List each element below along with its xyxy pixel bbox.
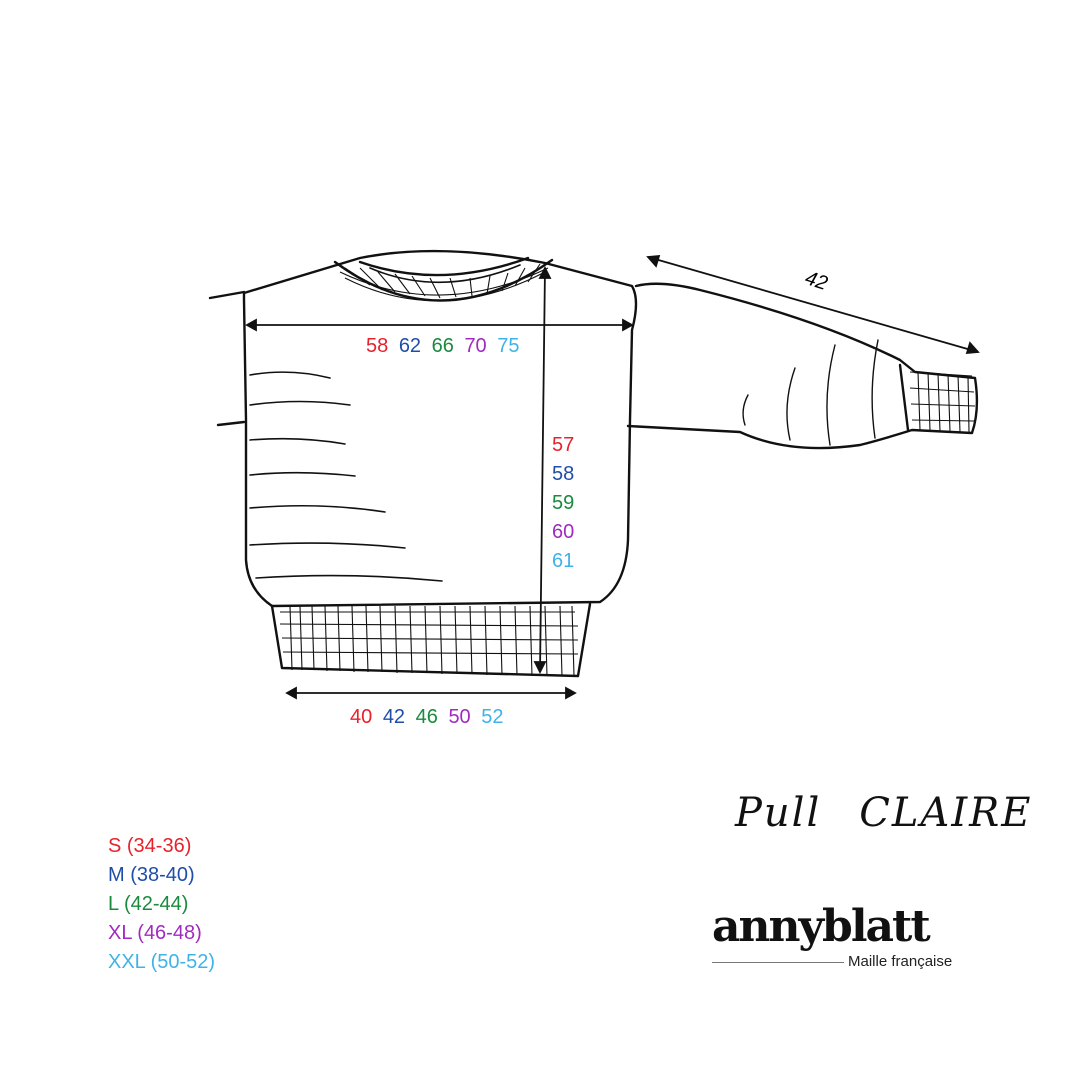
pattern-title: Pull CLAIRE xyxy=(735,790,1032,836)
knit-line xyxy=(249,400,351,406)
left-shoulder-stroke xyxy=(208,290,246,300)
brand-logo: annyblatt Maille française xyxy=(712,901,974,970)
title-word-pull: Pull xyxy=(735,790,822,836)
knit-line xyxy=(249,542,406,549)
legend-size-xl: XL (46-48) xyxy=(108,922,202,944)
hem-m: 42 xyxy=(382,706,406,728)
knit-line xyxy=(249,437,346,445)
hem-l: 46 xyxy=(415,706,438,728)
neckline-inner xyxy=(358,256,530,277)
legend-size-s: S (34-36) xyxy=(108,835,192,857)
knit-line xyxy=(255,574,443,582)
title-word-claire: CLAIRE xyxy=(859,790,1033,836)
sleeve-arrow xyxy=(647,256,979,353)
cuff-rib xyxy=(898,363,910,432)
neckline-rib xyxy=(369,264,521,284)
legend-size-xxl: XXL (50-52) xyxy=(108,951,216,973)
hem-width-values: 40 42 46 50 52 xyxy=(350,706,509,729)
sleeve-outline xyxy=(626,282,979,450)
brand-divider xyxy=(712,962,844,963)
chest-s: 58 xyxy=(366,335,389,357)
length-arrow xyxy=(539,267,546,673)
knit-line xyxy=(249,371,331,379)
length-l: 59 xyxy=(552,492,575,514)
chest-m: 62 xyxy=(398,335,422,357)
knit-line xyxy=(249,471,356,477)
knit-line xyxy=(742,394,749,426)
knit-line xyxy=(871,339,879,439)
hem-xxl: 52 xyxy=(481,706,504,728)
hem-rib xyxy=(270,602,592,678)
chest-l: 66 xyxy=(431,335,454,357)
body-outline xyxy=(242,249,638,608)
size-legend: S (34-36) M (38-40) L (42-44) XL (46-48)… xyxy=(108,832,215,977)
length-xl: 60 xyxy=(552,521,575,543)
brand-name: annyblatt xyxy=(712,901,931,952)
length-s: 57 xyxy=(552,434,575,456)
body-length-values: 57 58 59 60 61 xyxy=(552,431,574,576)
legend-size-l: L (42-44) xyxy=(108,893,189,915)
length-xxl: 61 xyxy=(552,550,575,572)
length-m: 58 xyxy=(552,463,575,485)
knit-line xyxy=(786,367,796,441)
chest-xl: 70 xyxy=(464,335,487,357)
knit-line xyxy=(826,344,836,446)
legend-size-m: M (38-40) xyxy=(108,864,195,886)
knit-line xyxy=(249,504,386,513)
brand-tagline: Maille française xyxy=(848,953,953,970)
hem-xl: 50 xyxy=(448,706,471,728)
left-side-stroke xyxy=(216,420,246,427)
hem-s: 40 xyxy=(350,706,373,728)
chest-xxl: 75 xyxy=(497,335,520,357)
chest-width-values: 58 62 66 70 75 xyxy=(366,335,525,358)
